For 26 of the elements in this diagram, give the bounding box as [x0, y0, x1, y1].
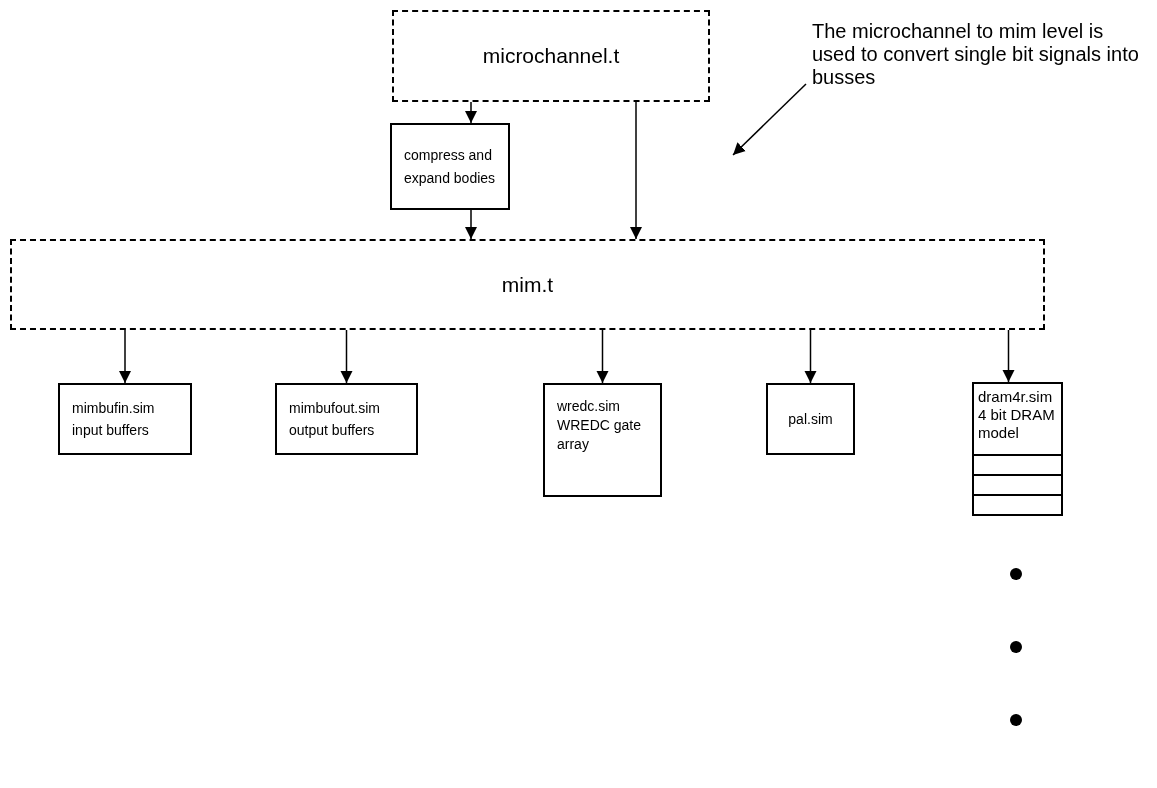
node-label: mimbufout.sim output buffers [289, 398, 382, 440]
arrow [119, 329, 131, 384]
module-box [392, 10, 710, 102]
arrow [340, 329, 353, 384]
process-box [390, 123, 510, 210]
arrow [596, 329, 609, 384]
node-label: compress and expand bodies [404, 146, 496, 188]
process-box [543, 383, 662, 497]
annotation-text: The microchannel to mim level is used to convert single bit signals into busses [812, 20, 1140, 89]
node-label: dram4r.sim 4 bit DRAM model [978, 388, 1056, 442]
node-label: microchannel.t [482, 43, 620, 70]
module-box [10, 239, 1045, 330]
process-box [766, 383, 855, 455]
arrow [732, 83, 807, 156]
node-label: mimbufin.sim input buffers [72, 398, 156, 440]
arrow [465, 209, 477, 240]
arrow [465, 101, 477, 124]
node-label: pal.sim [788, 409, 833, 429]
arrow [1002, 329, 1015, 383]
node-label: wredc.sim WREDC gate array [557, 397, 643, 454]
node-label: mim.t [501, 271, 554, 298]
process-box [275, 383, 418, 455]
arrow [630, 101, 642, 240]
stacked-box [972, 382, 1063, 516]
arrow [804, 329, 817, 384]
process-box [58, 383, 192, 455]
